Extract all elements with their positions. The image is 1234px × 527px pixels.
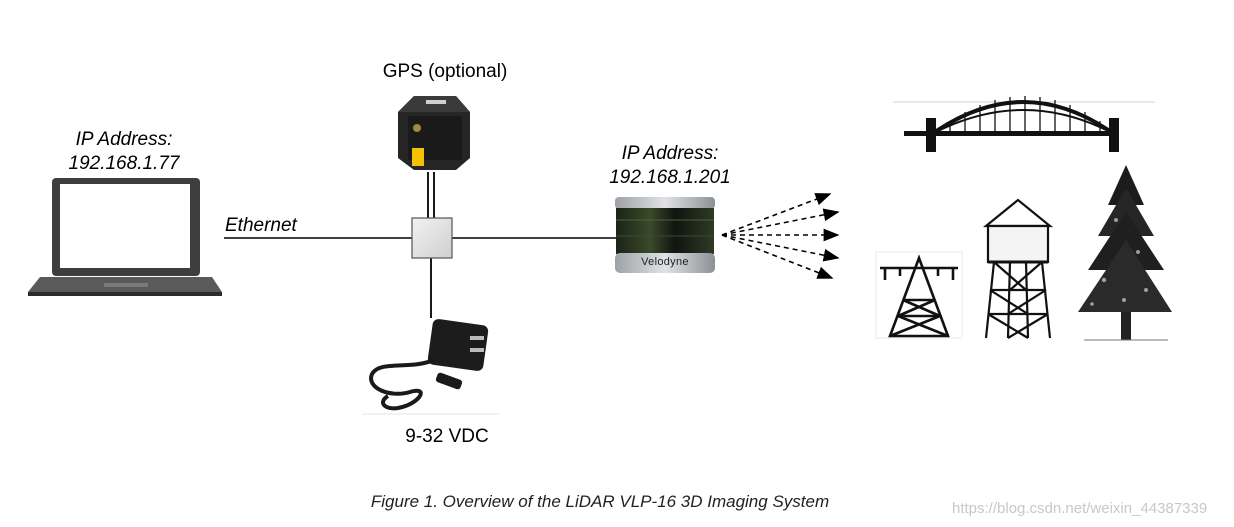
power-tower-icon [875,251,963,339]
laptop-ip-value: 192.168.1.77 [68,153,180,174]
power-label: 9-32 VDC [405,426,489,447]
ethernet-label: Ethernet [225,215,297,236]
gps-receiver-icon [398,96,470,170]
bridge-icon [893,96,1155,152]
laptop-ip-label: IP Address: [75,129,173,150]
water-tower-icon [982,198,1054,339]
lidar-ip-label: IP Address: [621,143,719,164]
interface-box [411,217,453,259]
watermark-url: https://blog.csdn.net/weixin_44387339 [952,500,1208,517]
tree-icon [1078,165,1172,341]
gps-cable [427,172,435,218]
velodyne-brand-label: Velodyne [641,256,689,268]
power-adapter-icon [362,319,500,415]
lidar-ip-value: 192.168.1.201 [609,167,731,188]
figure-caption: Figure 1. Overview of the LiDAR VLP-16 3… [370,492,830,511]
laser-beams [721,193,840,279]
lidar-sensor-icon [615,197,715,273]
laptop-icon [28,178,222,296]
gps-label: GPS (optional) [382,61,508,82]
